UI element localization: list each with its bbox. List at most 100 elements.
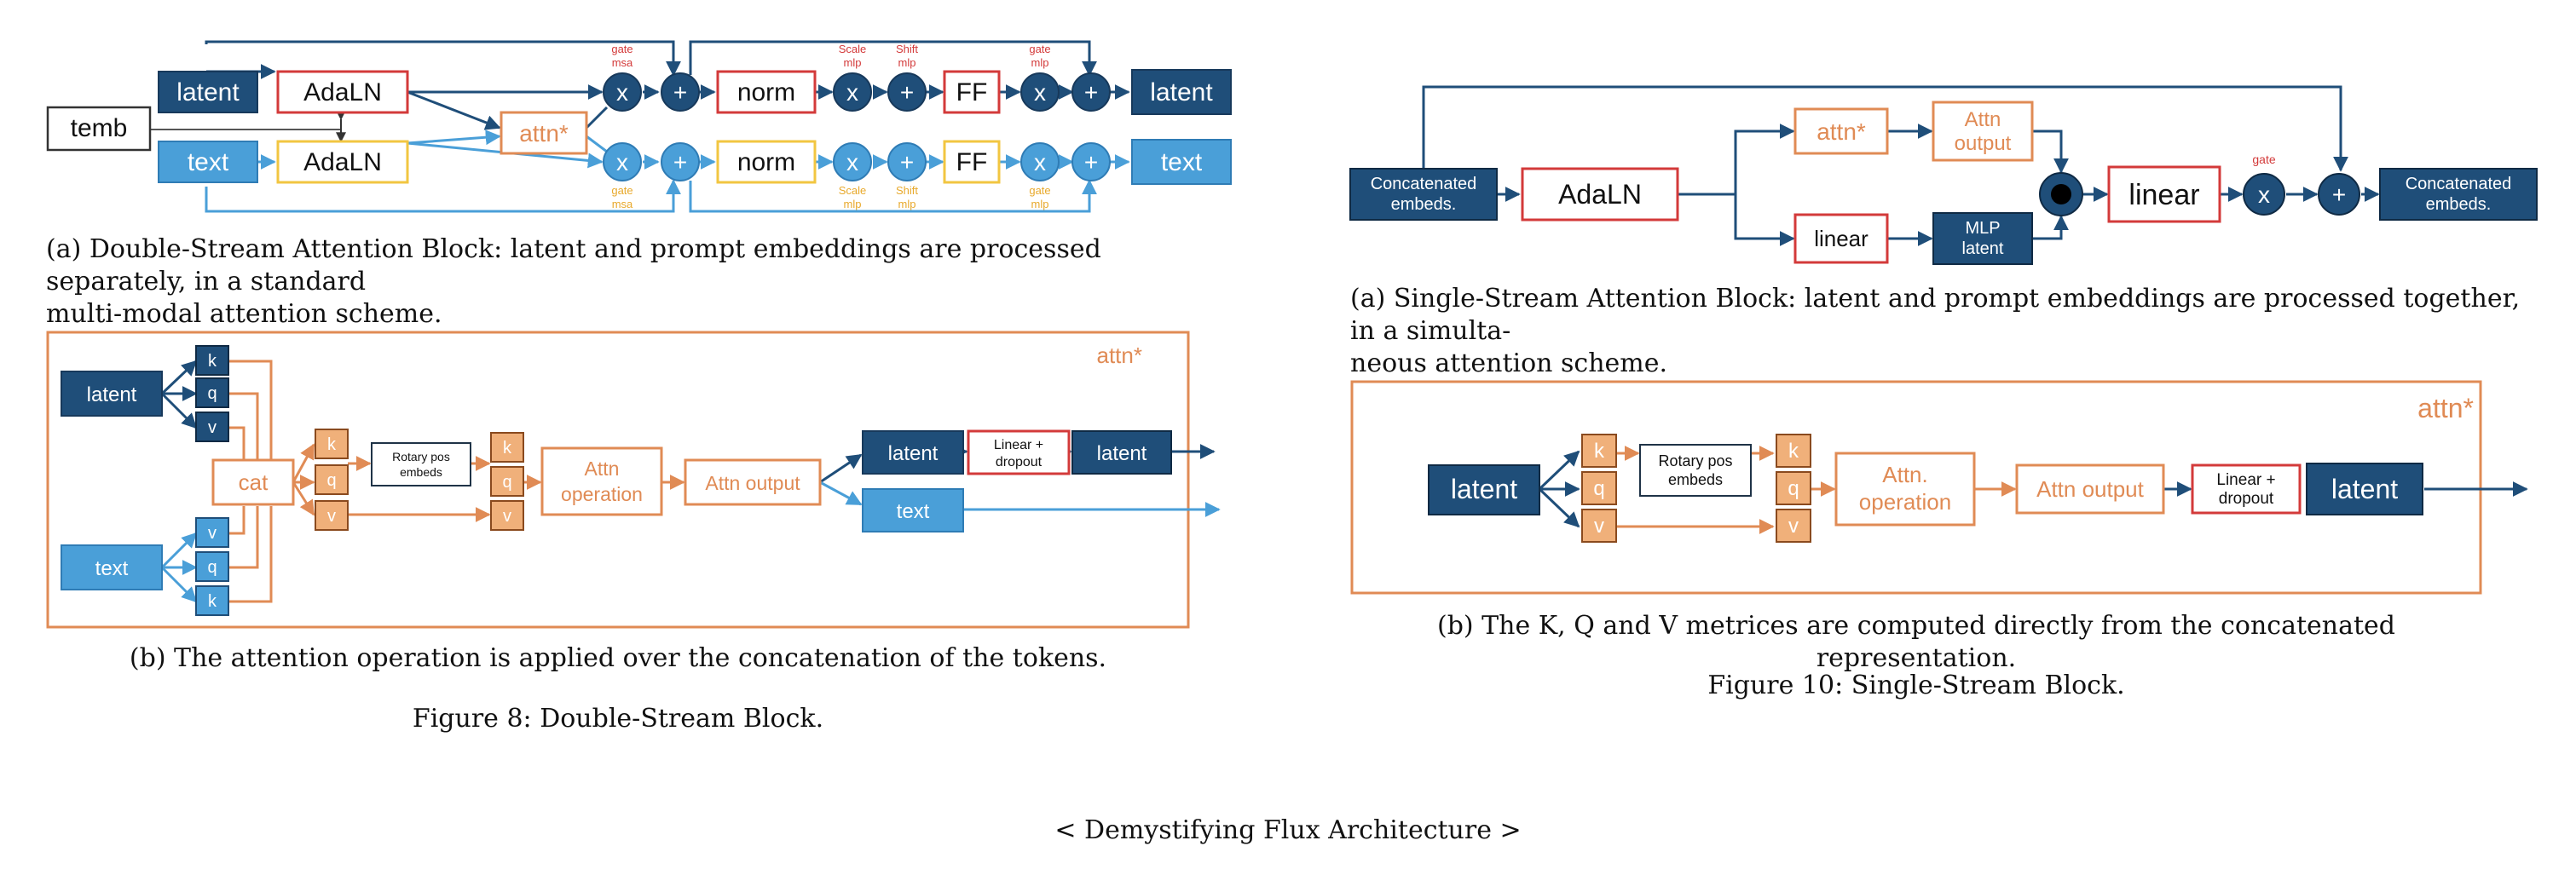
value-label: v — [1788, 515, 1799, 538]
cat-label: cat — [239, 469, 269, 495]
gate-label: gate — [611, 43, 632, 55]
query-label: q — [1788, 477, 1799, 500]
value-label: v — [208, 524, 217, 543]
adaln-box — [1521, 167, 1679, 222]
figure-8-caption: Figure 8: Double-Stream Block. — [412, 704, 824, 734]
linear-dropout-label-2: dropout — [996, 455, 1043, 469]
bottom-row-ops: x + norm x + FF x + text gate msa Scale … — [603, 139, 1232, 210]
concatenated-input-label-1: Concatenated — [1371, 175, 1477, 193]
attn-output-label: Attn output — [2036, 476, 2145, 502]
text-mid-label: text — [897, 500, 930, 523]
add-icon — [887, 72, 927, 112]
linear-dropout-label-1: Linear + — [2216, 471, 2275, 489]
latent-out-label: latent — [2331, 474, 2398, 504]
query-label: q — [207, 558, 217, 577]
value-box — [195, 517, 229, 548]
latent-mid-box — [862, 430, 964, 475]
key-box — [490, 432, 524, 463]
multiply-label: x — [1034, 149, 1046, 176]
key-label: k — [208, 352, 217, 371]
attn-output-label-2: output — [1955, 132, 2012, 155]
add-icon — [887, 142, 927, 181]
rotary-label-1: Rotary pos — [392, 450, 450, 463]
attn-frame — [1350, 380, 2482, 595]
attn-star-box — [1793, 107, 1889, 155]
latent-input-box — [158, 71, 258, 113]
latent-box — [61, 371, 163, 417]
value-label: v — [1594, 515, 1604, 538]
rotary-label-2: embeds — [400, 465, 442, 479]
latent-output-label: latent — [1150, 78, 1213, 106]
mlp-latent-label-1: MLP — [1965, 219, 2000, 238]
multiply-label: x — [616, 149, 628, 176]
add-label: + — [2332, 181, 2346, 208]
rotary-embeds-box — [1639, 444, 1752, 497]
shift-label: Shift — [896, 43, 918, 55]
query-label: q — [326, 471, 336, 490]
temb-label: temb — [71, 114, 128, 142]
key-label: k — [327, 435, 337, 454]
top-row-ops: x + norm x + FF x + latent gate msa Scal… — [603, 43, 1232, 115]
value-box — [490, 500, 524, 531]
attn-output-label: Attn output — [705, 472, 800, 494]
query-box — [195, 377, 229, 408]
scale-label: Scale — [839, 184, 867, 197]
caption-b-left: (b) The attention operation is applied o… — [129, 643, 1107, 673]
attn-star-label: attn* — [519, 120, 569, 147]
add-label: + — [900, 149, 914, 176]
mlp-label: mlp — [898, 198, 916, 210]
adaln-bottom-label: AdaLN — [303, 148, 382, 176]
query-label: q — [502, 473, 511, 492]
concatenated-output-label-1: Concatenated — [2406, 175, 2512, 193]
latent-out-label: latent — [1097, 442, 1147, 465]
caption-line: neous attention scheme. — [1350, 348, 1668, 378]
multiply-label: x — [2258, 181, 2270, 208]
attn-operation-label-2: operation — [561, 483, 643, 505]
value-box — [1776, 509, 1811, 543]
caption-line: (a) Single-Stream Attention Block: laten… — [1350, 284, 2521, 346]
concat-op-dot-icon — [2051, 184, 2071, 204]
caption-line: multi-modal attention scheme. — [46, 299, 442, 329]
value-label: v — [327, 507, 336, 526]
rotary-label-1: Rotary pos — [1658, 452, 1732, 469]
concatenated-input-box — [1349, 168, 1498, 221]
caption-line: (a) Double-Stream Attention Block: laten… — [46, 234, 1101, 296]
ff-bottom-label: FF — [956, 148, 988, 176]
adaln-bottom-box — [276, 140, 409, 184]
latent-output-box — [1131, 69, 1232, 115]
ff-bottom-box — [943, 140, 1001, 184]
add-icon — [1071, 142, 1111, 181]
latent-box — [1428, 464, 1540, 515]
value-box — [315, 500, 349, 531]
mlp-label: mlp — [1031, 56, 1049, 69]
multiply-icon — [603, 142, 642, 181]
scale-label: Scale — [839, 43, 867, 55]
attn-output-box — [684, 458, 822, 506]
text-output-label: text — [1161, 148, 1203, 176]
shift-label: Shift — [896, 184, 918, 197]
latent-mid-label: latent — [888, 442, 939, 465]
add-label: + — [673, 149, 687, 176]
gate-label: gate — [611, 184, 632, 197]
rotary-embeds-box — [371, 442, 471, 486]
ff-top-label: FF — [956, 78, 988, 106]
attn-operation-label-1: Attn — [585, 458, 620, 480]
add-label: + — [673, 79, 687, 106]
multiply-icon — [833, 142, 872, 181]
caption-a-right: (a) Single-Stream Attention Block: laten… — [1350, 283, 2544, 380]
concatenated-output-box — [2379, 168, 2538, 221]
text-input-box — [158, 141, 258, 183]
attn-operation-label-1: Attn. — [1882, 462, 1927, 487]
attn-operation-label-2: operation — [1859, 489, 1951, 515]
rotary-label-2: embeds — [1668, 471, 1723, 488]
text-input-label: text — [188, 148, 229, 176]
attn-star-box — [500, 111, 588, 155]
gate-label: gate — [1029, 184, 1050, 197]
norm-bottom-label: norm — [737, 148, 795, 176]
latent-out-box — [1071, 430, 1172, 475]
single-stream-attention-diagram: attn* latent k q v Rotary pos embeds k q — [1350, 380, 2528, 595]
query-label: q — [207, 384, 217, 403]
linear-big-label: linear — [2128, 179, 2199, 211]
msa-label: msa — [612, 198, 633, 210]
single-stream-diagram: Concatenated embeds. AdaLN attn* Attn ou… — [1349, 85, 2538, 265]
